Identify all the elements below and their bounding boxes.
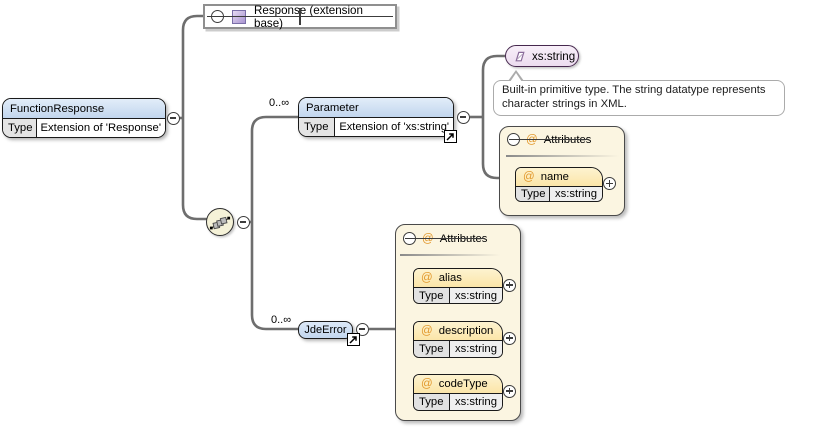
expand-toggle-alias-attribute[interactable] [503,278,516,292]
type-value-cell: xs:string [449,288,502,303]
expand-toggle-description-attribute[interactable] [503,331,516,345]
simple-type-label: xs:string [532,49,576,63]
type-row: Type xs:string [414,394,502,410]
element-node-parameter[interactable]: Parameter Type Extension of 'xs:string' [298,97,454,137]
type-label-cell: Type [414,288,450,303]
occurrence-label-jdeerror: 0..∞ [271,314,292,326]
attributes-group-jdeerror: @ Attributes @ alias Type xs:string @ de… [395,224,521,421]
jump-to-definition-icon-parameter[interactable] [444,130,457,143]
collapse-toggle-sequence[interactable] [236,215,250,229]
attribute-name: name [540,171,569,183]
collapse-toggle-jdeerror-attributes[interactable] [403,232,416,245]
attribute-at-icon: @ [421,272,433,284]
attribute-header: @ name [516,168,602,187]
attribute-header: @ codeType [414,375,502,394]
expand-toggle-response[interactable] [211,10,224,23]
type-row: Type Extension of 'Response' [3,119,165,137]
attribute-at-icon: @ [523,171,535,183]
element-name: JdeError [304,324,347,336]
expand-toggle-codetype-attribute[interactable] [503,384,516,398]
type-label-cell: Type [299,118,336,136]
attribute-node-alias[interactable]: @ alias Type xs:string [413,268,503,304]
attribute-header: @ description [414,322,502,341]
attribute-node-name[interactable]: @ name Type xs:string [515,167,603,202]
attribute-at-icon: @ [421,378,433,390]
attribute-name: description [438,325,494,337]
attribute-node-codetype[interactable]: @ codeType Type xs:string [413,374,503,411]
type-row: Type Extension of 'xs:string' [299,118,453,136]
element-node-functionresponse[interactable]: FunctionResponse Type Extension of 'Resp… [2,98,166,138]
type-label-cell: Type [414,394,450,410]
element-node-jdeerror[interactable]: JdeError [298,321,353,339]
attribute-name: codeType [438,378,488,390]
type-label-cell: Type [516,187,550,201]
element-header: FunctionResponse [3,99,165,119]
header-divider [400,254,500,256]
type-value-cell: xs:string [449,341,502,357]
type-row: Type xs:string [516,187,602,201]
attribute-node-description[interactable]: @ description Type xs:string [413,321,503,358]
collapse-toggle-parameter[interactable] [456,110,470,124]
documentation-text: Built-in primitive type. The string data… [502,84,766,110]
type-label-cell: Type [3,119,37,137]
attribute-name: alias [438,272,462,284]
attributes-header: @ Attributes [403,232,487,245]
extension-base-node[interactable]: Response (extension base) [203,3,397,30]
expand-toggle-name-attribute[interactable] [603,177,616,190]
simple-type-icon [513,50,526,63]
type-label-cell: Type [414,341,450,357]
attribute-at-icon: @ [421,325,433,337]
documentation-tooltip: Built-in primitive type. The string data… [493,69,785,117]
element-header: Parameter [299,98,453,118]
type-value-cell: Extension of 'xs:string' [335,118,453,136]
extension-base-label: Response (extension base) [254,3,363,30]
collapse-toggle-functionresponse[interactable] [166,111,180,125]
type-row: Type xs:string [414,341,502,357]
type-value-cell: Extension of 'Response' [36,119,165,137]
type-value-cell: xs:string [449,394,502,410]
sequence-compositor[interactable] [206,208,234,236]
collapse-toggle-jdeerror[interactable] [355,322,369,336]
attributes-group-parameter: @ Attributes @ name Type xs:string [499,126,625,216]
element-name: FunctionResponse [10,102,105,115]
occurrence-label-parameter: 0..∞ [269,97,290,109]
attributes-header: @ Attributes [507,133,591,146]
sequence-icon [209,213,231,232]
collapse-toggle-parameter-attributes[interactable] [507,133,520,146]
header-divider [506,155,619,157]
type-value-cell: xs:string [549,187,602,201]
attribute-header: @ alias [414,269,502,288]
element-name: Parameter [306,101,359,114]
type-row: Type xs:string [414,288,502,303]
simple-type-node-xs-string[interactable]: xs:string [505,45,579,67]
jump-to-definition-icon-jdeerror[interactable] [347,333,360,346]
